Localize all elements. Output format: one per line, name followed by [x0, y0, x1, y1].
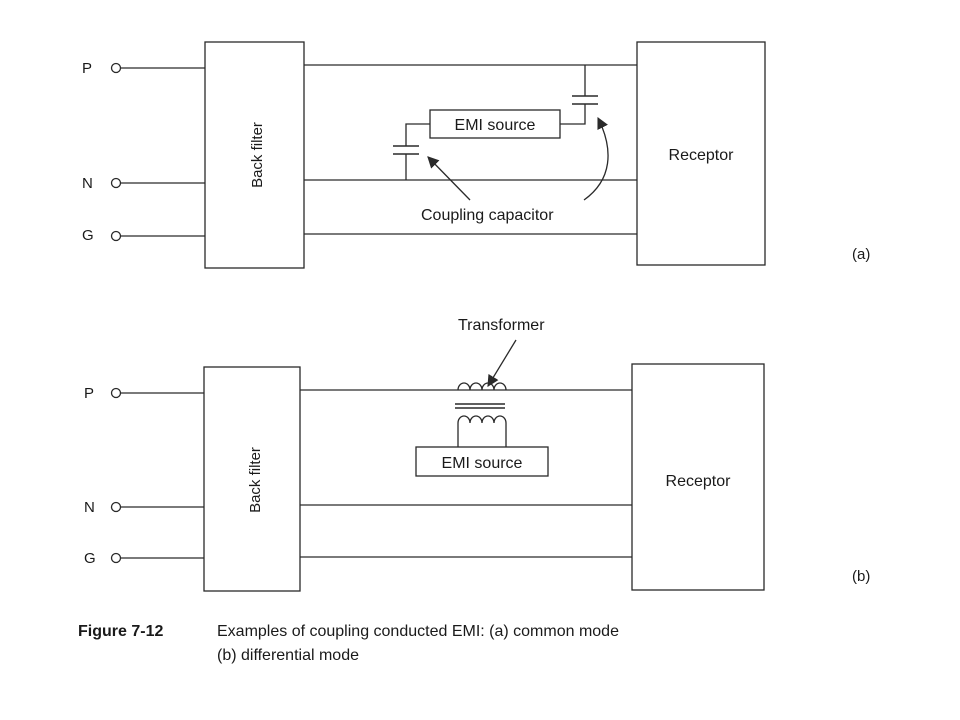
terminal-n-label: N: [82, 175, 93, 192]
terminal-g-node: [110, 552, 122, 564]
terminal-n-node: [110, 177, 122, 189]
terminal-p-node: [110, 387, 122, 399]
back-filter-label: Back filter: [247, 447, 264, 513]
terminal-p-node: [110, 62, 122, 74]
terminal-g-label: G: [84, 550, 96, 567]
back-filter-box: [204, 41, 305, 269]
back-filter-label: Back filter: [249, 122, 266, 188]
emi-source-label: EMI source: [442, 455, 523, 472]
emi-source-box: [415, 446, 549, 477]
back-filter-box: [203, 366, 301, 592]
transformer-label: Transformer: [458, 317, 545, 334]
coupling-capacitor-left: [393, 123, 430, 180]
diagram-a-tag: (a): [852, 246, 870, 263]
diagram-a: P N G Back filter Receptor EMI source: [82, 41, 870, 269]
terminal-g-node: [110, 230, 122, 242]
arrow-to-left-capacitor: [427, 156, 471, 201]
diagram-b-tag: (b): [852, 568, 870, 585]
terminal-g-label: G: [82, 227, 94, 244]
receptor-box: [631, 363, 765, 591]
arrow-to-right-capacitor: [583, 116, 609, 201]
terminal-p-label: P: [82, 60, 92, 77]
transformer-icon: [455, 382, 507, 447]
caption-line-2: (b) differential mode: [217, 647, 359, 664]
coupling-capacitor-label: Coupling capacitor: [421, 207, 554, 224]
figure-caption: Figure 7-12 Examples of coupling conduct…: [78, 623, 619, 664]
terminal-n-node: [110, 501, 122, 513]
receptor-box: [636, 41, 766, 266]
arrow-to-transformer: [487, 339, 517, 387]
receptor-label: Receptor: [669, 147, 735, 164]
emi-source-label: EMI source: [455, 117, 536, 134]
terminal-n-label: N: [84, 499, 95, 516]
receptor-label: Receptor: [666, 473, 732, 490]
coupling-capacitor-right: [560, 65, 598, 125]
caption-line-1: Examples of coupling conducted EMI: (a) …: [217, 623, 619, 640]
caption-number: Figure 7-12: [78, 623, 163, 640]
terminal-p-label: P: [84, 385, 94, 402]
diagram-b: P N G Back filter Receptor: [84, 317, 870, 592]
